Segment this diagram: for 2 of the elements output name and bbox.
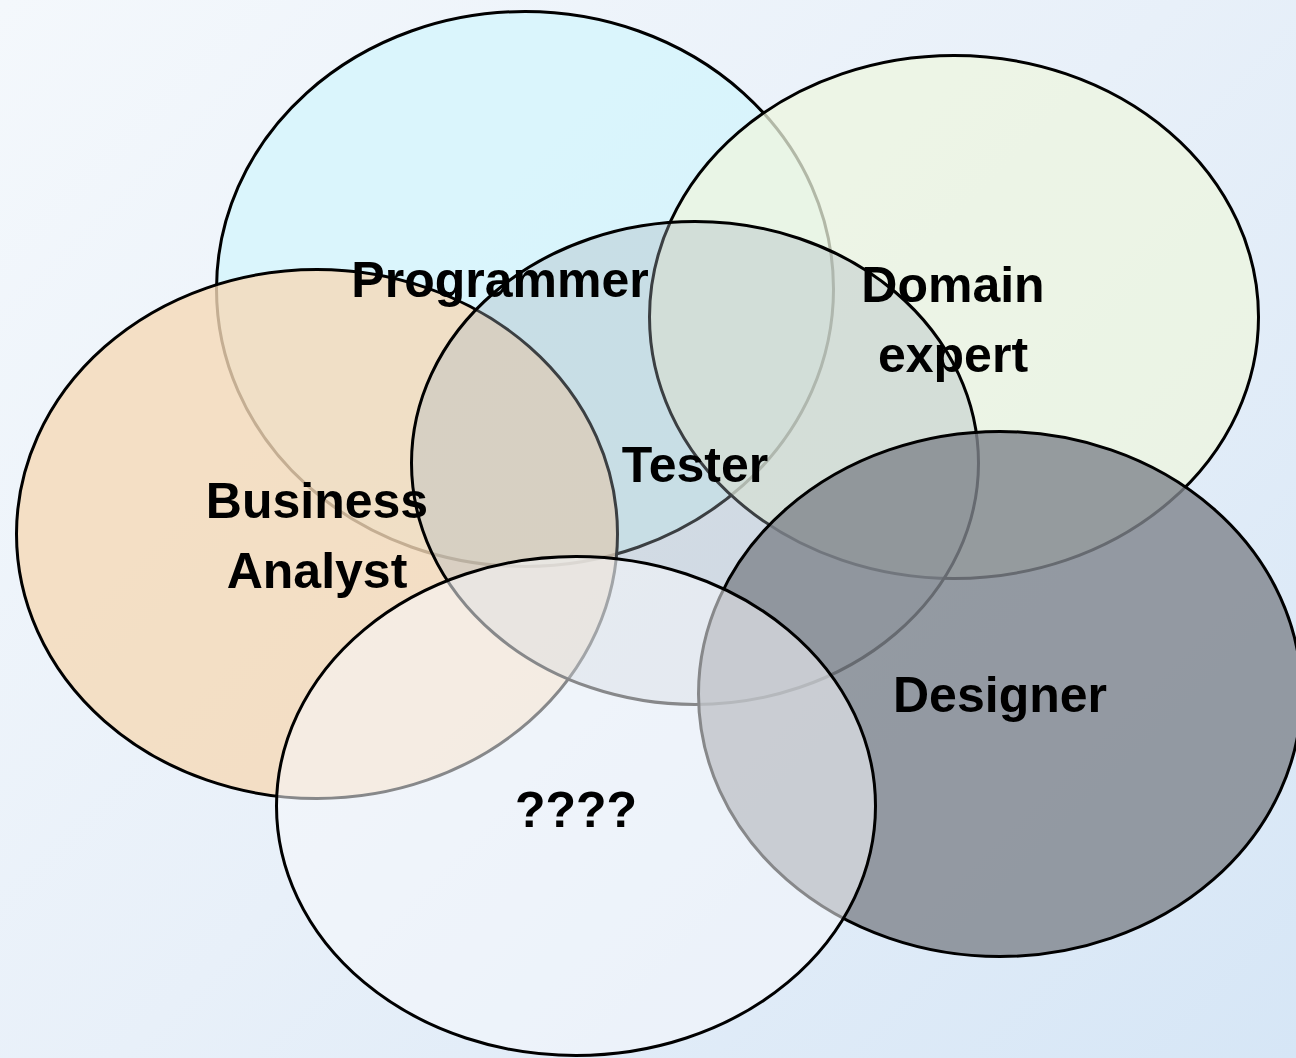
role-label: ???? — [513, 781, 639, 840]
role-label: Designer — [892, 666, 1108, 725]
